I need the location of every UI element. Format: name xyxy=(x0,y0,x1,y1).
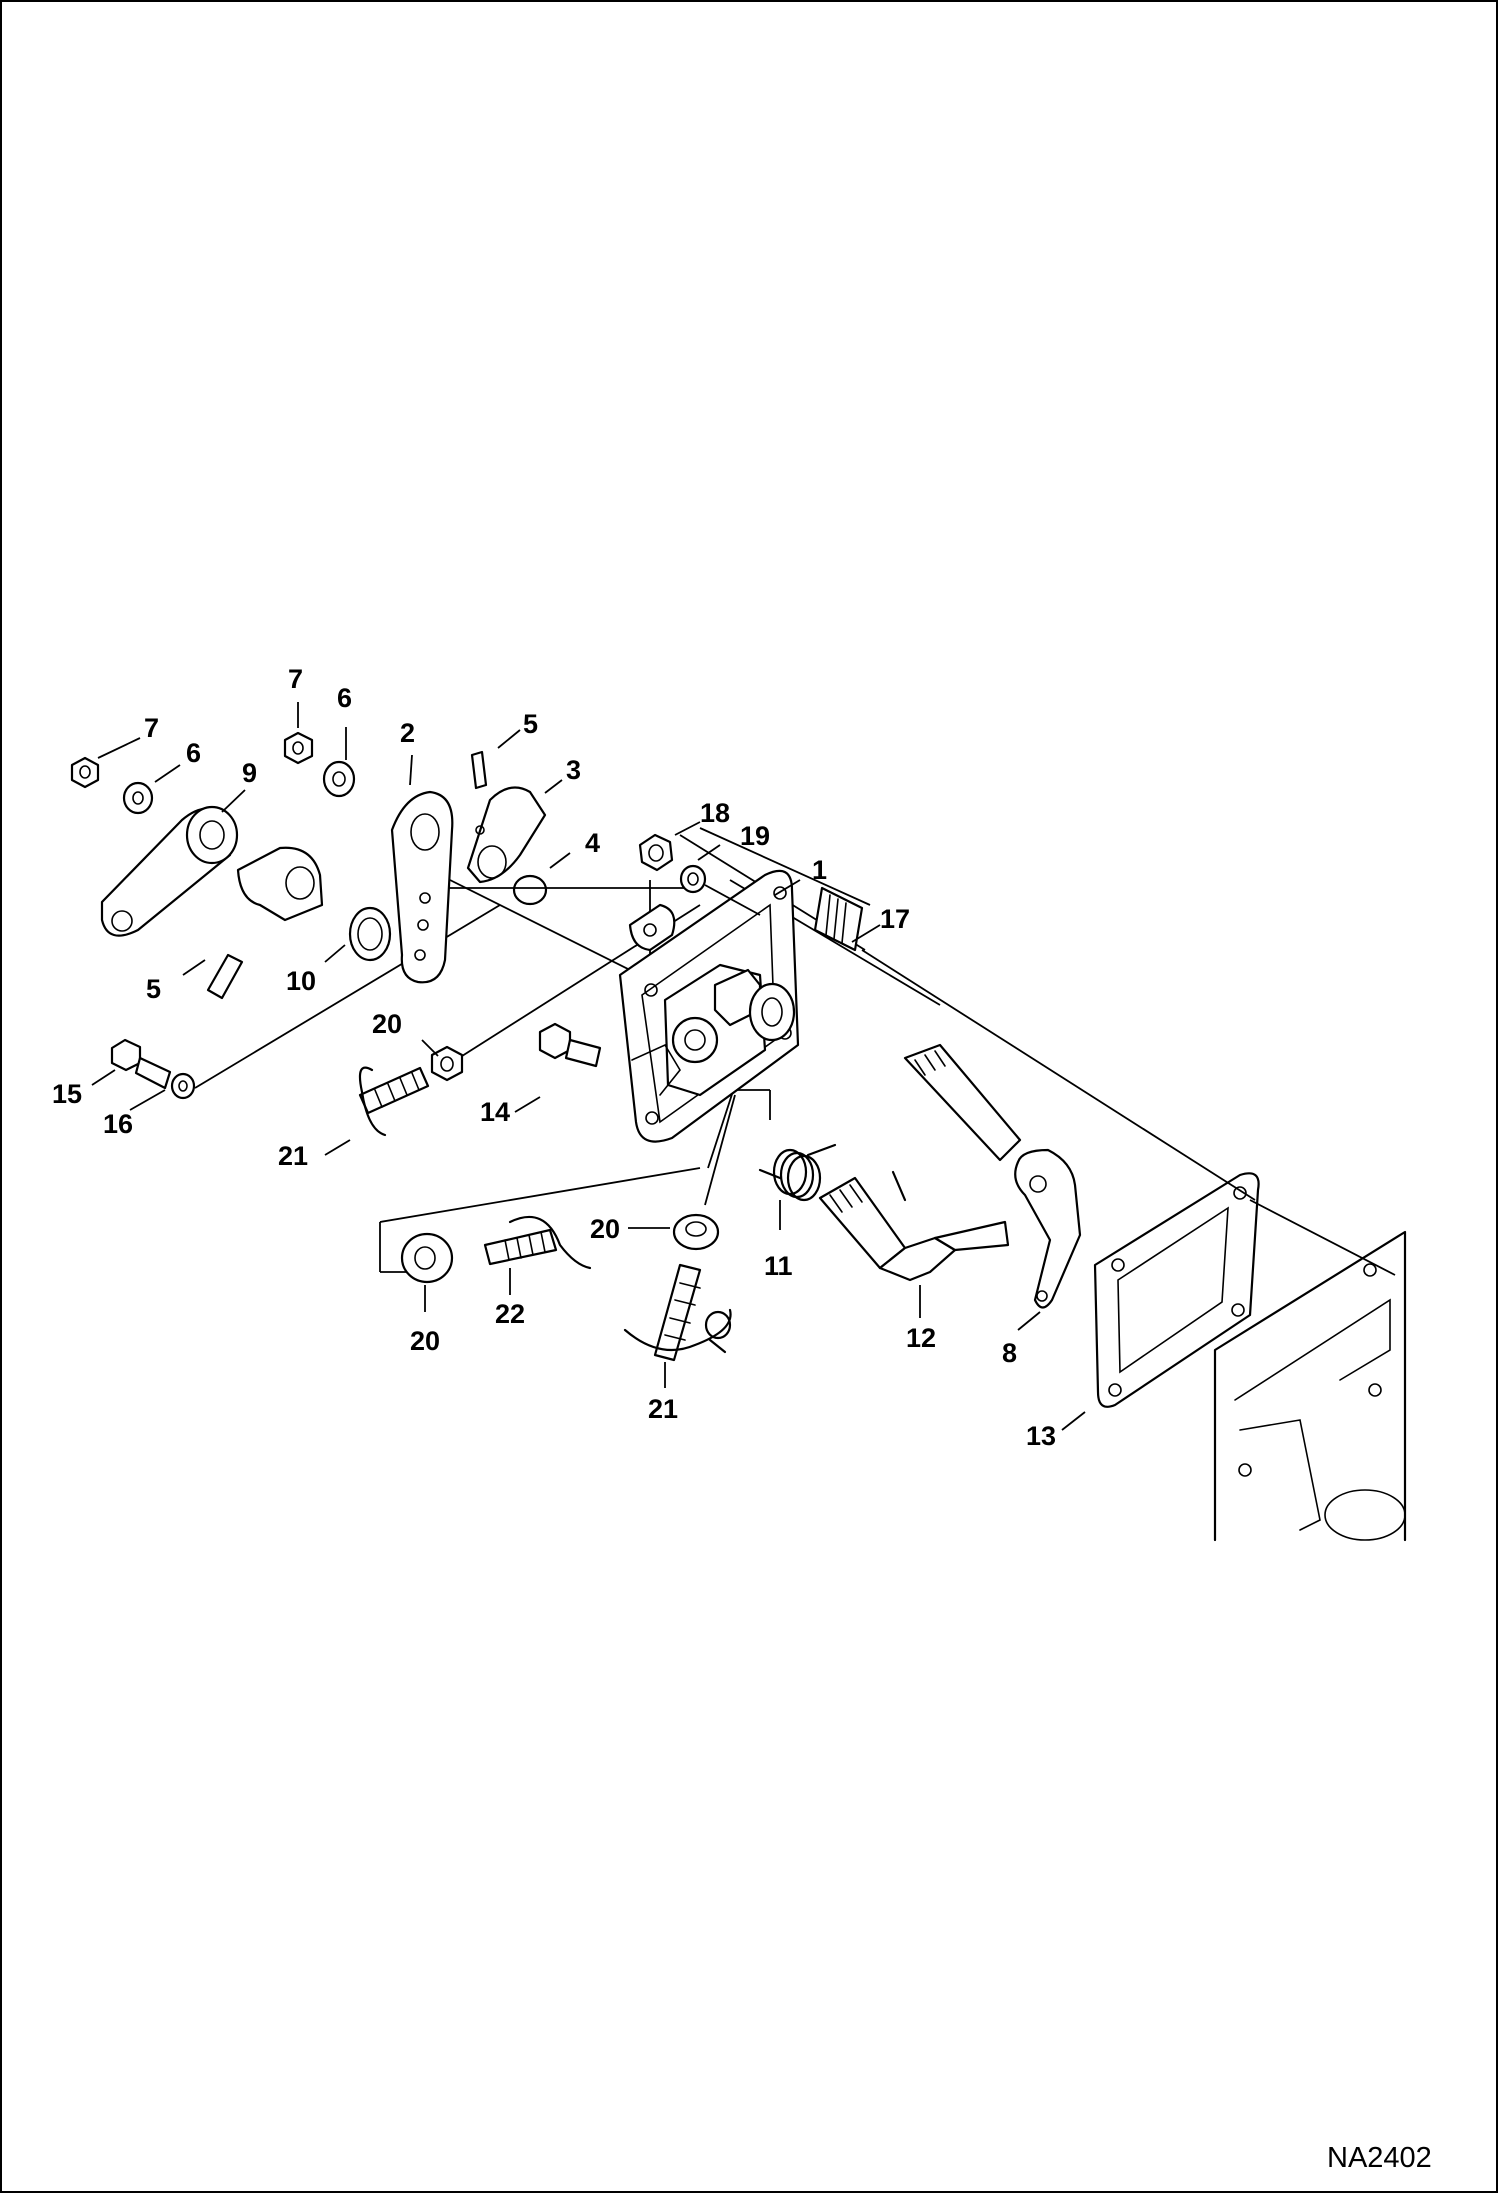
callout-11: 11 xyxy=(764,1251,793,1281)
callout-5-left: 5 xyxy=(146,974,161,1004)
cam-block xyxy=(466,786,547,884)
callout-5-upper: 5 xyxy=(523,709,538,739)
engine-block xyxy=(1213,1230,1407,1542)
callout-2: 2 xyxy=(400,718,415,748)
callout-13: 13 xyxy=(1026,1421,1056,1451)
adjusting-nut-lower xyxy=(672,1213,720,1251)
gear-housing xyxy=(618,869,800,1143)
callout-4: 4 xyxy=(585,828,600,858)
adjusting-nut-upper xyxy=(430,1045,464,1082)
spring-screw-upper xyxy=(358,1066,430,1137)
torsion-spring xyxy=(758,1143,837,1202)
callout-16: 16 xyxy=(103,1109,133,1139)
spring-screw-left xyxy=(483,1215,592,1270)
bolt-and-washer xyxy=(110,1038,196,1100)
callout-17: 17 xyxy=(880,904,910,934)
figure-code: NA2402 xyxy=(1327,2142,1432,2174)
callout-8: 8 xyxy=(1002,1338,1017,1368)
callout-12: 12 xyxy=(906,1323,936,1353)
crank-shaft xyxy=(818,1170,1010,1282)
lever-arm-left xyxy=(100,805,324,937)
callout-14: 14 xyxy=(480,1097,510,1127)
stud xyxy=(813,886,864,952)
adjusting-nut-left xyxy=(400,1232,454,1284)
callout-15: 15 xyxy=(52,1079,82,1109)
callout-19: 19 xyxy=(740,821,770,851)
gasket xyxy=(1093,1172,1260,1408)
spring-screw-lower xyxy=(623,1263,732,1362)
nut-and-washer-middle xyxy=(283,731,356,798)
callout-7-middle: 7 xyxy=(288,664,303,694)
shaft-with-lever xyxy=(903,1043,1082,1309)
callout-20-lower: 20 xyxy=(590,1214,620,1244)
callout-leaders xyxy=(91,702,1086,1431)
callout-18: 18 xyxy=(700,798,730,828)
callout-10: 10 xyxy=(286,966,316,996)
roll-pins xyxy=(206,750,488,1000)
callout-7-left: 7 xyxy=(144,713,159,743)
hex-bolt xyxy=(538,1022,602,1068)
callout-20-upper: 20 xyxy=(372,1009,402,1039)
nut-and-washer-left xyxy=(70,756,154,815)
callout-3: 3 xyxy=(566,755,581,785)
oil-seal xyxy=(348,906,392,962)
callout-20-left: 20 xyxy=(410,1326,440,1356)
callout-6-left: 6 xyxy=(186,738,201,768)
lever-arm-center xyxy=(390,790,454,984)
callout-labels: 7 6 9 5 10 15 16 7 6 2 5 3 4 20 21 14 18… xyxy=(52,664,1056,1451)
callout-21-upper: 21 xyxy=(278,1141,308,1171)
callout-22: 22 xyxy=(495,1299,525,1329)
callout-1: 1 xyxy=(812,855,827,885)
nut-and-washer-upper-right xyxy=(638,833,761,916)
o-ring xyxy=(512,874,548,906)
callout-21-lower: 21 xyxy=(648,1394,678,1424)
callout-9: 9 xyxy=(242,758,257,788)
callout-6-middle: 6 xyxy=(337,683,352,713)
